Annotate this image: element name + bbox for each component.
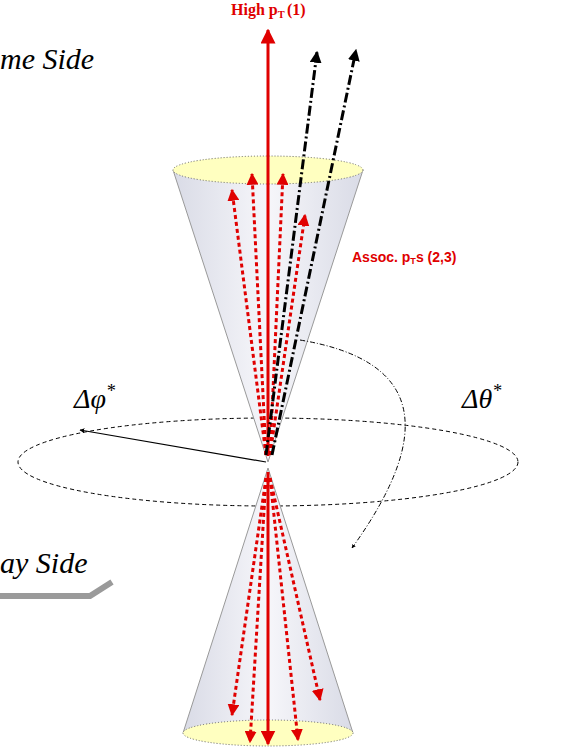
jet-label: High pT(1) [231,2,306,20]
label-text: Assoc. p [352,249,410,265]
label-text: me Side [0,42,94,75]
assoc-label: Assoc. pTs (2,3) [352,250,456,266]
label-text: T [278,9,285,20]
delta-phi-label: Δφ* [74,382,115,413]
away-side-label: ay Side [0,548,87,578]
label-text: (1) [287,1,306,18]
label-text: * [492,381,501,401]
label-text: ay Side [0,546,87,579]
label-text: s (2,3) [416,249,456,265]
same-side-label: me Side [0,44,94,74]
label-text: T [410,256,416,266]
label-text: Δφ [74,383,106,414]
label-text: High p [231,1,278,18]
label-text: Δθ [462,383,492,414]
delta-theta-label: Δθ* [462,382,501,413]
label-text: * [106,381,115,401]
